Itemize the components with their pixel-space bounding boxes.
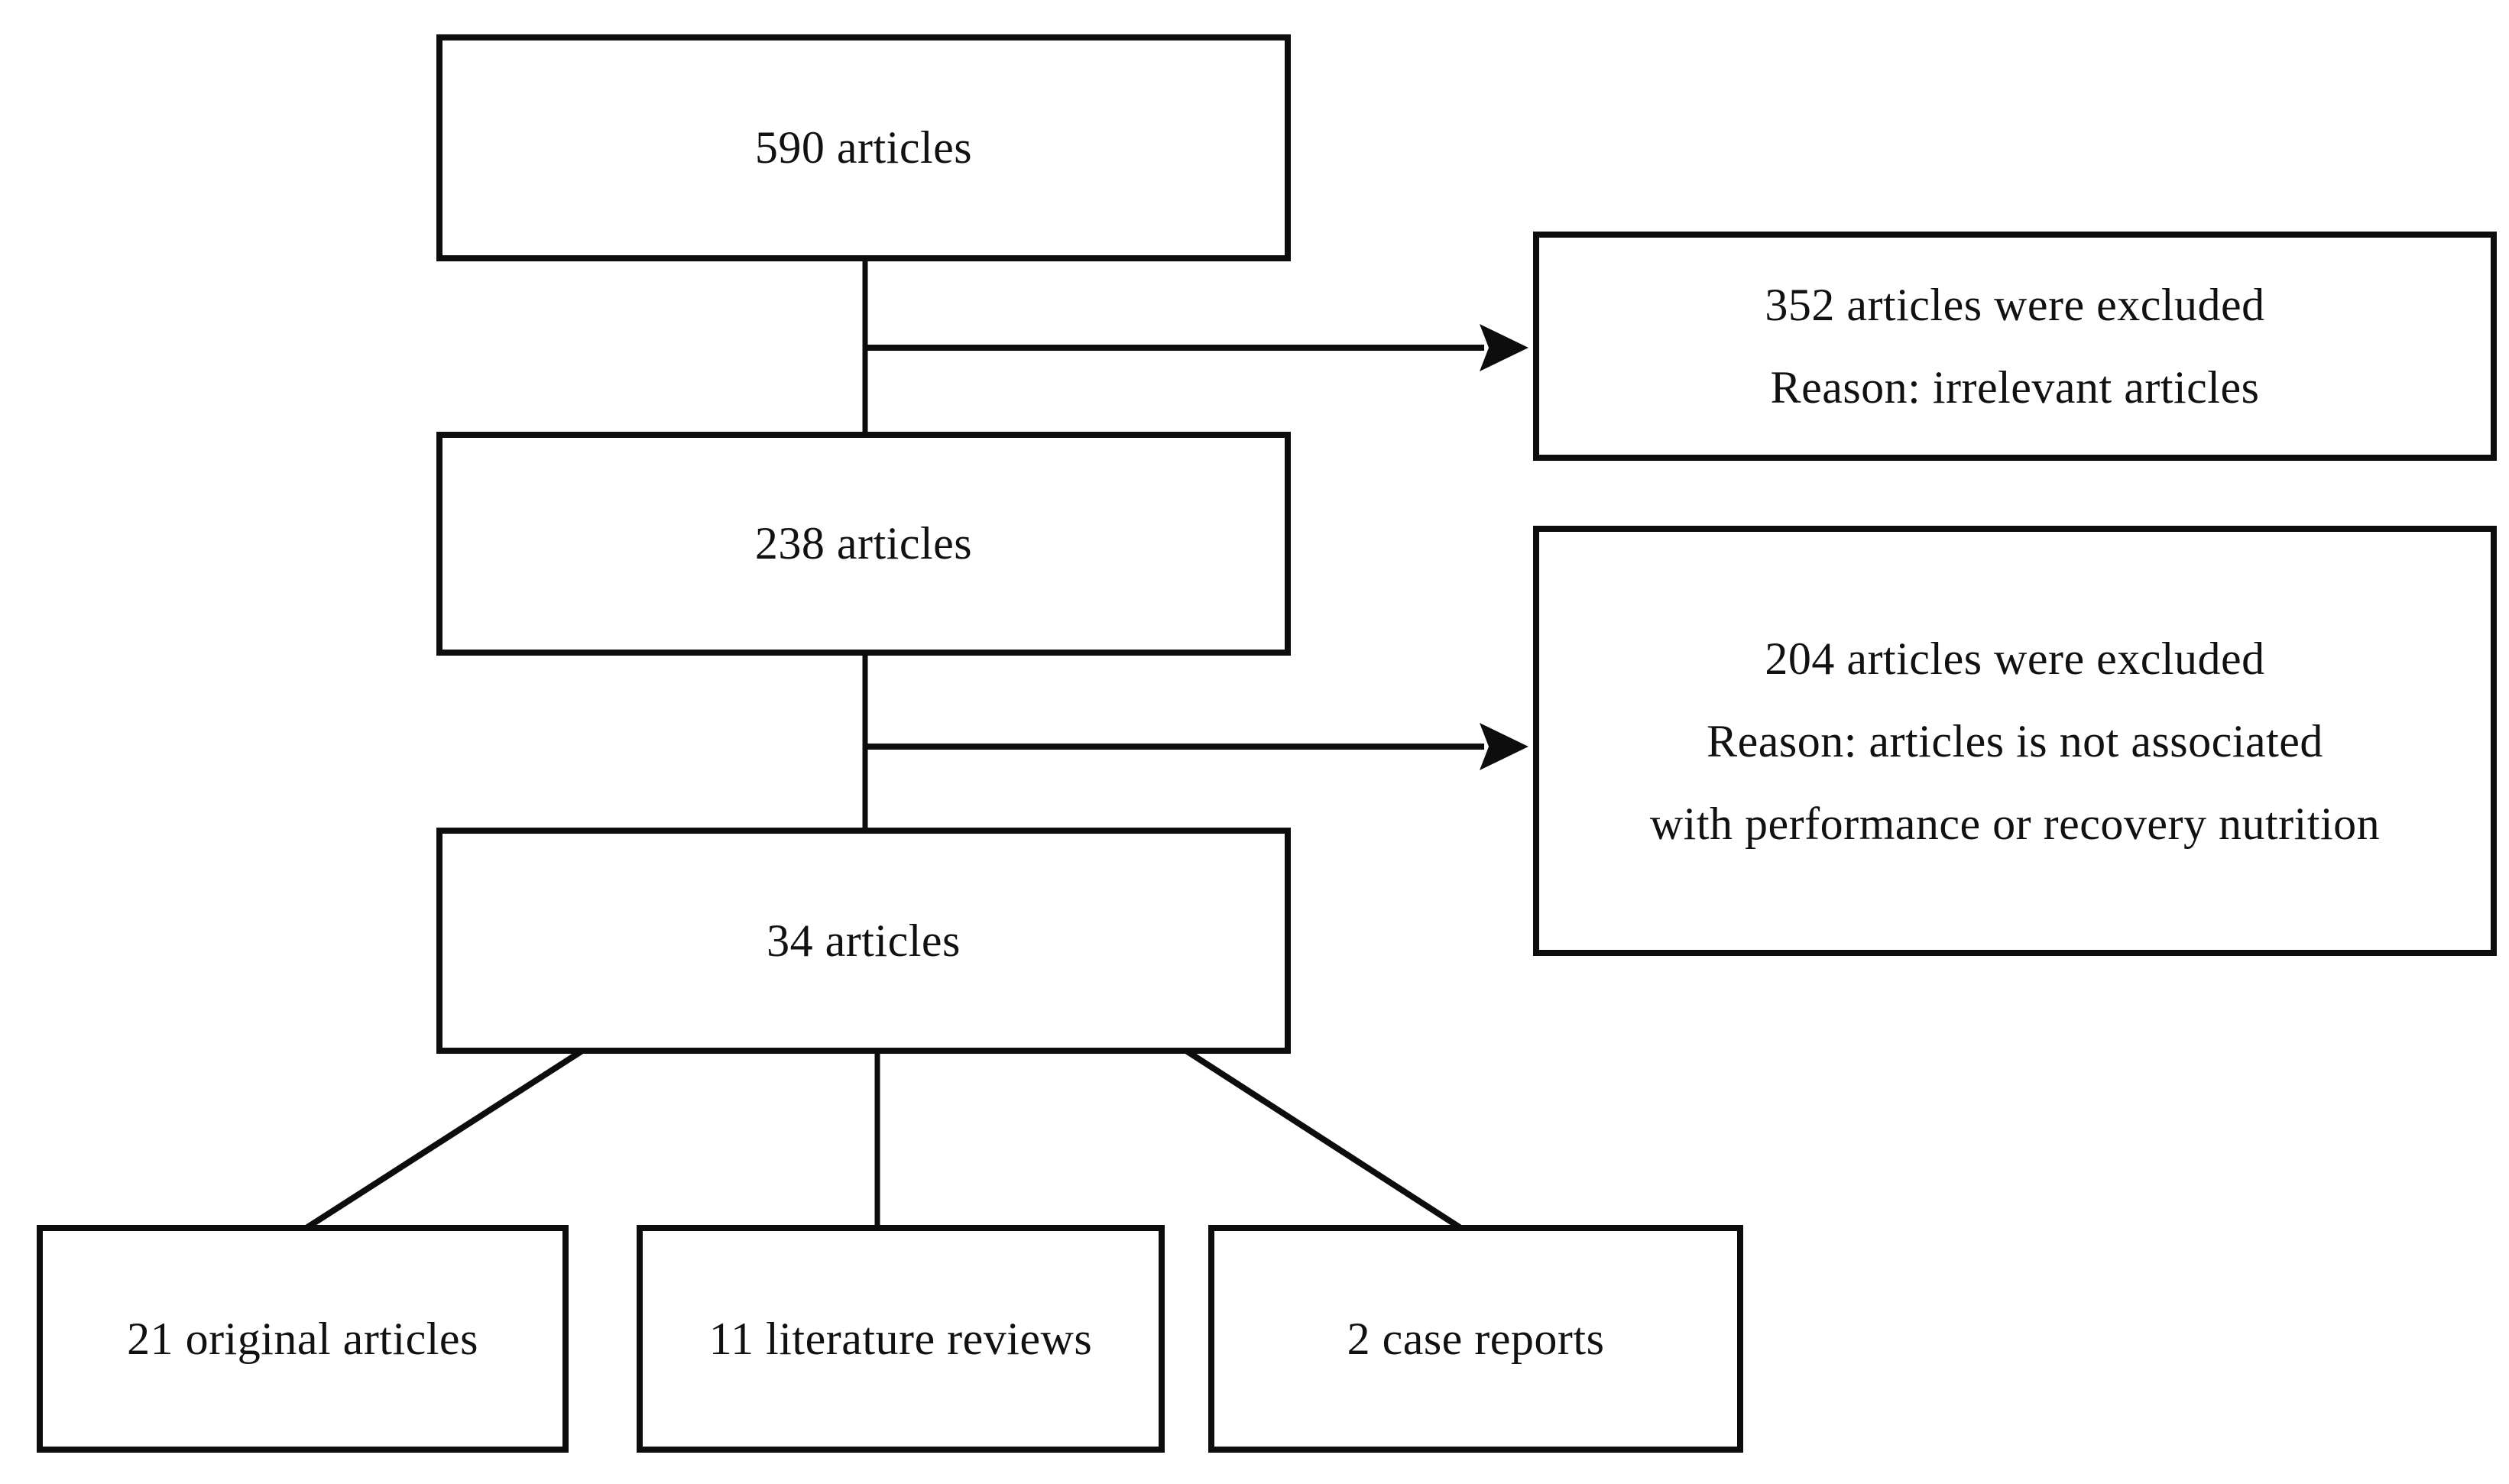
node-excluded-204-line3: with performance or recovery nutrition (1649, 798, 2381, 849)
node-590-articles: 590 articles (436, 34, 1291, 261)
node-238-articles: 238 articles (436, 432, 1291, 656)
node-590-articles-label: 590 articles (754, 122, 973, 173)
node-excluded-352-line1: 352 articles were excluded (1765, 280, 2265, 330)
node-11-literature-reviews-label: 11 literature reviews (708, 1313, 1093, 1364)
node-21-original-articles-label: 21 original articles (127, 1313, 478, 1364)
node-excluded-204-line1: 204 articles were excluded (1765, 633, 2265, 684)
edge-stage3-cases (1184, 1048, 1467, 1233)
node-excluded-352-line2: Reason: irrelevant articles (1770, 362, 2260, 413)
node-34-articles: 34 articles (436, 828, 1291, 1054)
node-excluded-352: 352 articles were excluded Reason: irrel… (1533, 232, 2497, 461)
node-238-articles-label: 238 articles (754, 518, 973, 569)
node-2-case-reports-label: 2 case reports (1347, 1313, 1605, 1364)
edge-stage3-original (300, 1048, 585, 1233)
node-excluded-204-line2: Reason: articles is not associated (1707, 715, 2323, 766)
node-21-original-articles: 21 original articles (37, 1225, 569, 1453)
edge-arrow1-head (1480, 324, 1528, 371)
node-excluded-204: 204 articles were excluded Reason: artic… (1533, 526, 2497, 956)
node-34-articles-label: 34 articles (767, 915, 961, 966)
edge-arrow2-head (1480, 723, 1528, 770)
node-2-case-reports: 2 case reports (1208, 1225, 1743, 1453)
node-11-literature-reviews: 11 literature reviews (637, 1225, 1165, 1453)
